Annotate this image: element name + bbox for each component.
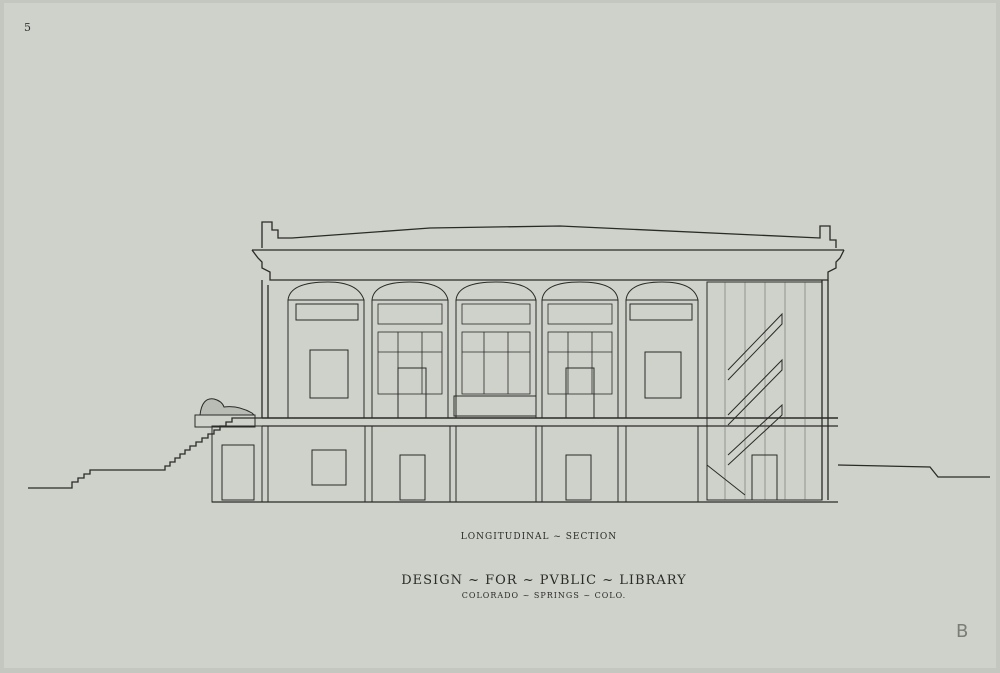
window	[309, 349, 349, 399]
window	[311, 449, 347, 486]
section-label: LONGITUDINAL ~ SECTION	[460, 532, 618, 542]
lion-sculpture	[194, 398, 256, 428]
location-label: COLORADO ~ SPRINGS ~ COLO.	[461, 591, 627, 600]
window	[644, 351, 682, 399]
drawing-sheet: 5 B LONGITUDINAL ~ SECTION DESIGN ~ FOR …	[4, 3, 996, 668]
lower-floor	[211, 425, 778, 503]
door	[399, 454, 426, 501]
inscription-panel-left	[295, 303, 359, 321]
upper-floor	[262, 281, 838, 427]
stair-hall	[706, 281, 823, 501]
roof	[251, 221, 845, 500]
ground-line	[28, 417, 990, 503]
door	[565, 367, 595, 419]
drawing-title: DESIGN ~ FOR ~ PVBLIC ~ LIBRARY	[401, 573, 687, 588]
longitudinal-section-drawing	[28, 221, 990, 503]
balustrade	[453, 395, 537, 417]
sheet-letter: B	[956, 621, 969, 642]
sheet-number: 5	[24, 21, 31, 34]
inscription-panel-right	[629, 303, 693, 321]
door	[565, 454, 592, 501]
door	[751, 454, 778, 501]
